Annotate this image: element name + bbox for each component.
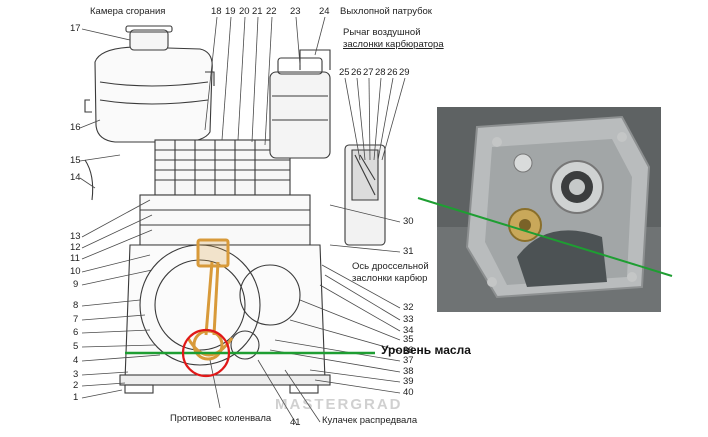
callout-9: 9 bbox=[73, 279, 79, 290]
label-throttle-axis-2: заслонки карбюр bbox=[352, 273, 428, 284]
callout-26: 26 bbox=[351, 67, 362, 78]
callout-12: 12 bbox=[70, 242, 81, 253]
callout-23: 23 bbox=[290, 6, 301, 17]
callout-25: 25 bbox=[339, 67, 350, 78]
callout-19: 19 bbox=[225, 6, 236, 17]
label-choke-lever-1: Рычаг воздушной bbox=[343, 27, 421, 38]
callout-28: 28 bbox=[375, 67, 386, 78]
callout-11: 11 bbox=[70, 253, 80, 264]
callout-1: 1 bbox=[73, 392, 79, 403]
callout-16: 16 bbox=[70, 122, 81, 133]
callout-41: 41 bbox=[290, 417, 301, 428]
crankcase-cover-photo bbox=[437, 107, 661, 312]
callout-13: 13 bbox=[70, 231, 81, 242]
label-exhaust-pipe: Выхлопной патрубок bbox=[340, 6, 432, 17]
callout-10: 10 bbox=[70, 266, 81, 277]
callout-14: 14 bbox=[70, 172, 81, 183]
watermark: MASTERGRAD bbox=[275, 396, 403, 413]
callout-22: 22 bbox=[266, 6, 277, 17]
callout-7: 7 bbox=[73, 314, 79, 325]
callout-3: 3 bbox=[73, 369, 79, 380]
highlight-circle bbox=[181, 328, 231, 378]
callout-18: 18 bbox=[211, 6, 222, 17]
callout-26b: 26 bbox=[387, 67, 398, 78]
callout-5: 5 bbox=[73, 341, 79, 352]
label-throttle-axis-1: Ось дроссельной bbox=[352, 261, 429, 272]
callout-31: 31 bbox=[403, 246, 414, 257]
callout-33: 33 bbox=[403, 314, 414, 325]
callout-17: 17 bbox=[70, 23, 81, 34]
cylinder-block bbox=[139, 194, 311, 246]
label-choke-lever-2: заслонки карбюратора bbox=[343, 39, 444, 50]
callout-37: 37 bbox=[403, 355, 414, 366]
engine-base bbox=[119, 374, 331, 386]
callout-38: 38 bbox=[403, 366, 414, 377]
callout-6: 6 bbox=[73, 327, 79, 338]
callout-36: 36 bbox=[403, 345, 414, 356]
callout-40: 40 bbox=[403, 387, 414, 398]
callout-35: 35 bbox=[403, 334, 414, 345]
callout-30: 30 bbox=[403, 216, 414, 227]
callout-8: 8 bbox=[73, 300, 79, 311]
callout-29: 29 bbox=[399, 67, 410, 78]
callout-21: 21 bbox=[252, 6, 263, 17]
tank-cap bbox=[129, 29, 169, 51]
callout-2: 2 bbox=[73, 380, 79, 391]
label-cam-shaft: Кулачек распредвала bbox=[322, 415, 418, 426]
callout-20: 20 bbox=[239, 6, 250, 17]
callout-39: 39 bbox=[403, 376, 414, 387]
flywheel bbox=[139, 244, 261, 366]
label-crank-counterweight: Противовес коленвала bbox=[170, 413, 272, 424]
air-filter bbox=[269, 71, 331, 159]
label-oil-level: Уровень масла bbox=[381, 343, 471, 357]
callout-24: 24 bbox=[319, 6, 330, 17]
fuel-tank bbox=[94, 46, 213, 143]
callout-4: 4 bbox=[73, 355, 79, 366]
callout-15: 15 bbox=[70, 155, 81, 166]
label-combustion-chamber: Камера сгорания bbox=[90, 6, 166, 17]
callout-27: 27 bbox=[363, 67, 374, 78]
callout-34: 34 bbox=[403, 325, 414, 336]
photo-drawing bbox=[437, 107, 661, 312]
callout-32: 32 bbox=[403, 302, 414, 313]
cylinder-head bbox=[154, 139, 291, 196]
